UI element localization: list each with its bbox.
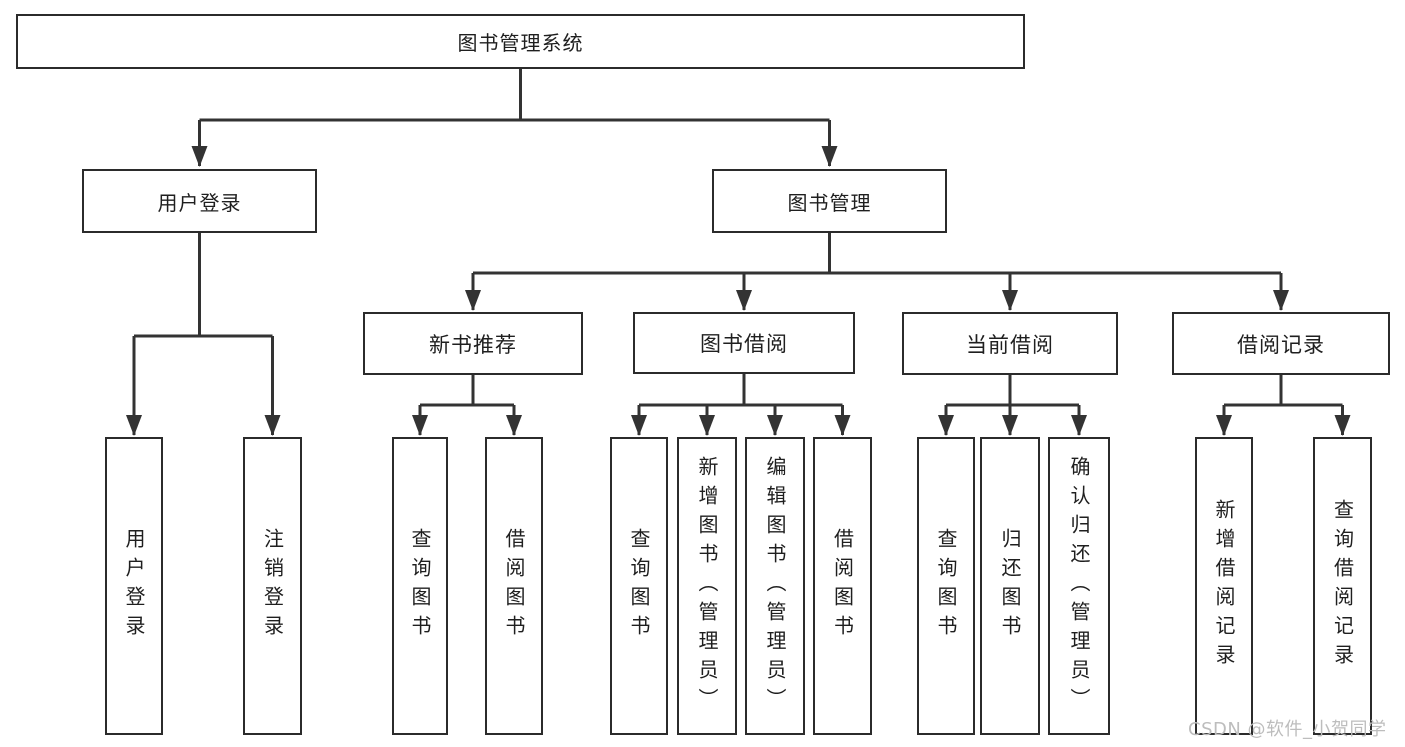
node-label: 查询图书: [934, 528, 958, 644]
leaf-query-books-1: 查询图书: [392, 437, 448, 735]
node-label: 新增图书（管理员）: [695, 455, 719, 717]
node-root: 图书管理系统: [16, 14, 1025, 69]
node-label: 查询图书: [408, 528, 432, 644]
node-user-login: 用户登录: [82, 169, 317, 233]
leaf-confirm-return-admin: 确认归还（管理员）: [1048, 437, 1110, 735]
leaf-borrow-books-1: 借阅图书: [485, 437, 543, 735]
leaf-edit-book-admin: 编辑图书（管理员）: [745, 437, 805, 735]
node-borrow-records: 借阅记录: [1172, 312, 1390, 375]
leaf-return-book: 归还图书: [980, 437, 1040, 735]
leaf-user-login: 用户登录: [105, 437, 163, 735]
node-label: 编辑图书（管理员）: [763, 455, 787, 717]
leaf-query-books-3: 查询图书: [917, 437, 975, 735]
csdn-watermark: CSDN @软件_小贺同学: [1188, 719, 1387, 740]
node-book-management: 图书管理: [712, 169, 947, 233]
node-label: 借阅图书: [830, 528, 855, 644]
node-label: 用户登录: [122, 528, 146, 644]
node-label: 借阅图书: [502, 528, 526, 644]
leaf-borrow-books-2: 借阅图书: [813, 437, 872, 735]
node-label: 查询借阅记录: [1330, 499, 1355, 673]
leaf-add-borrow-record: 新增借阅记录: [1195, 437, 1253, 735]
leaf-logout: 注销登录: [243, 437, 302, 735]
node-label: 借阅记录: [1237, 332, 1325, 357]
node-label: 用户登录: [157, 190, 242, 215]
node-label: 新书推荐: [429, 332, 517, 357]
node-label: 图书管理系统: [457, 31, 584, 55]
leaf-add-book-admin: 新增图书（管理员）: [677, 437, 737, 735]
leaf-query-books-2: 查询图书: [610, 437, 668, 735]
node-new-book-recommend: 新书推荐: [363, 312, 583, 375]
node-label: 图书管理: [787, 190, 872, 215]
node-label: 归还图书: [998, 528, 1022, 644]
node-current-borrow: 当前借阅: [902, 312, 1118, 375]
node-label: 确认归还（管理员）: [1067, 455, 1091, 717]
leaf-query-borrow-record: 查询借阅记录: [1313, 437, 1372, 735]
node-label: 当前借阅: [966, 332, 1054, 357]
node-label: 图书借阅: [700, 332, 788, 356]
node-book-borrow: 图书借阅: [633, 312, 855, 374]
node-label: 新增借阅记录: [1212, 499, 1236, 673]
node-label: 注销登录: [260, 528, 285, 644]
node-label: 查询图书: [627, 528, 651, 644]
